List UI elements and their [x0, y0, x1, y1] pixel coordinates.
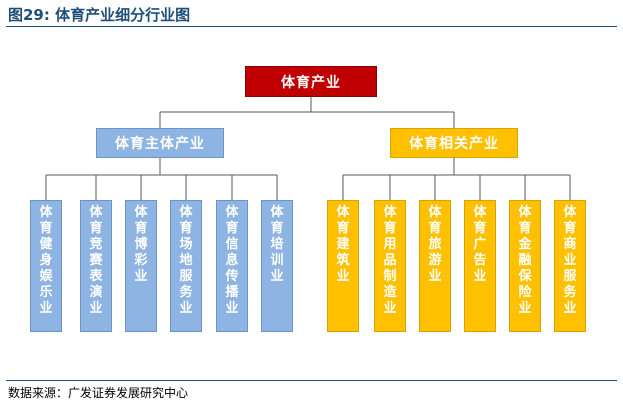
leaf-label: 体育场地服务业: [179, 205, 193, 316]
leaf-label: 体育竞赛表演业: [89, 205, 103, 316]
leaf-node: 体育博彩业: [125, 200, 157, 332]
branch-node-main: 体育主体产业: [96, 128, 224, 158]
leaf-label: 体育金融保险业: [518, 205, 532, 316]
source-note: 数据来源：广发证券发展研究中心: [8, 386, 189, 400]
leaf-label: 体育用品制造业: [383, 205, 397, 316]
title-rule: [6, 26, 617, 27]
leaf-node: 体育竞赛表演业: [80, 200, 112, 332]
leaf-node: 体育场地服务业: [170, 200, 202, 332]
leaf-node: 体育用品制造业: [374, 200, 406, 332]
leaf-label: 体育培训业: [270, 205, 284, 284]
figure-title: 图29: 体育产业细分行业图: [8, 6, 191, 24]
leaf-label: 体育博彩业: [134, 205, 148, 284]
leaf-node: 体育培训业: [261, 200, 293, 332]
root-node: 体育产业: [245, 66, 377, 97]
leaf-label: 体育建筑业: [336, 205, 350, 284]
leaf-node: 体育建筑业: [327, 200, 359, 332]
leaf-node: 体育商业服务业: [554, 200, 586, 332]
leaf-node: 体育健身娱乐业: [30, 200, 62, 332]
leaf-label: 体育旅游业: [428, 205, 442, 284]
leaf-label: 体育商业服务业: [563, 205, 577, 316]
leaf-label: 体育信息传播业: [225, 205, 239, 316]
source-rule: [6, 380, 617, 381]
leaf-label: 体育健身娱乐业: [39, 205, 53, 316]
branch-node-related: 体育相关产业: [390, 128, 518, 158]
leaf-node: 体育信息传播业: [216, 200, 248, 332]
leaf-label: 体育广告业: [473, 205, 487, 284]
leaf-node: 体育旅游业: [419, 200, 451, 332]
leaf-node: 体育广告业: [464, 200, 496, 332]
leaf-node: 体育金融保险业: [509, 200, 541, 332]
